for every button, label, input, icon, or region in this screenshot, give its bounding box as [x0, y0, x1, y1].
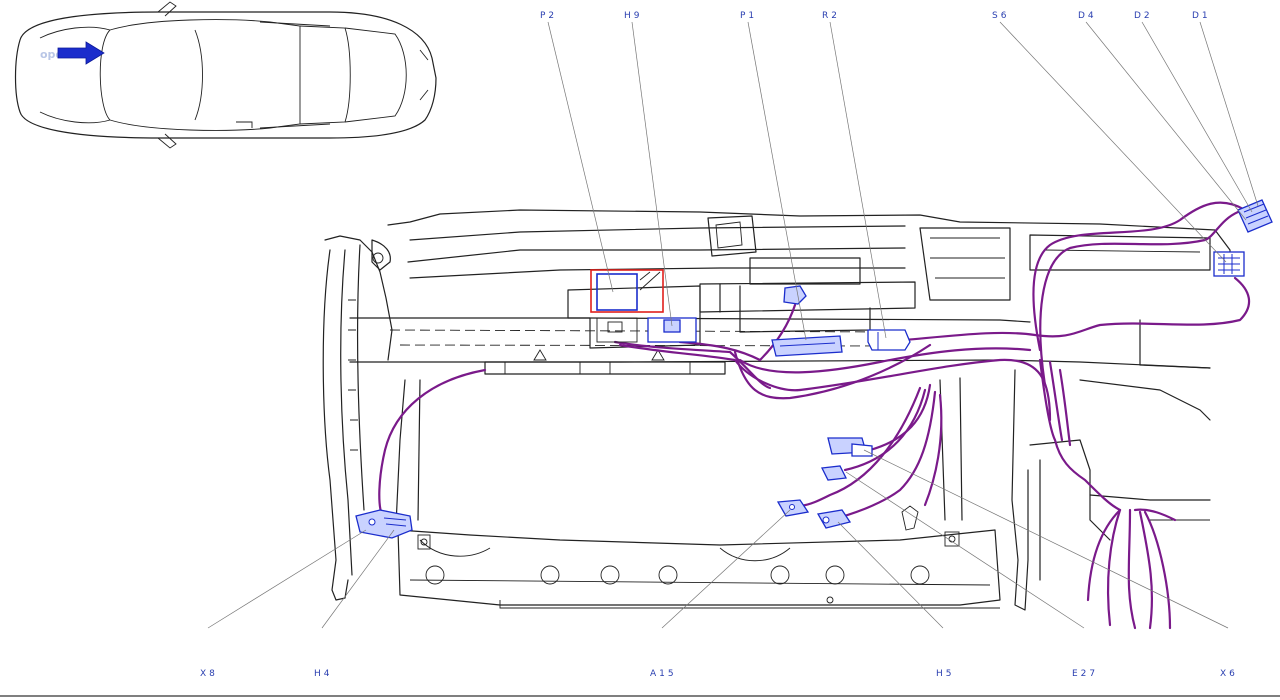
x8-connector [355, 509, 413, 539]
h5-connector [816, 509, 852, 529]
s6-connector [1213, 251, 1245, 277]
connectors [355, 199, 1273, 539]
direction-arrow-icon [57, 41, 105, 65]
d-connector-block [1237, 199, 1273, 233]
label-h4: H4 [314, 669, 333, 679]
label-x8: X8 [200, 669, 218, 679]
car-top-view-icon [14, 1, 437, 149]
p2-connector [596, 273, 638, 311]
p2-highlight-box [590, 269, 664, 313]
label-x6: X6 [1220, 669, 1238, 679]
bottom-labels: X8 H4 A15 H5 E27 X6 [200, 669, 1238, 679]
wiring-harness [378, 201, 1251, 630]
top-labels: P2 H9 P1 R2 S6 D4 D2 D1 [540, 11, 1211, 21]
leader-lines [207, 21, 1259, 629]
x6-connector [827, 437, 873, 457]
label-s6: S6 [992, 11, 1009, 21]
a15-connector [776, 499, 810, 517]
dashboard-structure [322, 209, 1231, 611]
r2-connector [867, 329, 911, 351]
label-a15: A15 [650, 669, 677, 679]
label-r2: R2 [822, 11, 840, 21]
h9-connector [647, 317, 697, 343]
label-d1: D1 [1192, 11, 1211, 21]
label-p1: P1 [740, 11, 757, 21]
label-d2: D2 [1134, 11, 1153, 21]
label-h5: H5 [936, 669, 955, 679]
e27-connector [821, 465, 847, 481]
label-e27: E27 [1072, 669, 1098, 679]
p1-connector [771, 285, 843, 357]
label-d4: D4 [1078, 11, 1097, 21]
label-h9: H9 [624, 11, 643, 21]
label-p2-top: P2 [540, 11, 557, 21]
